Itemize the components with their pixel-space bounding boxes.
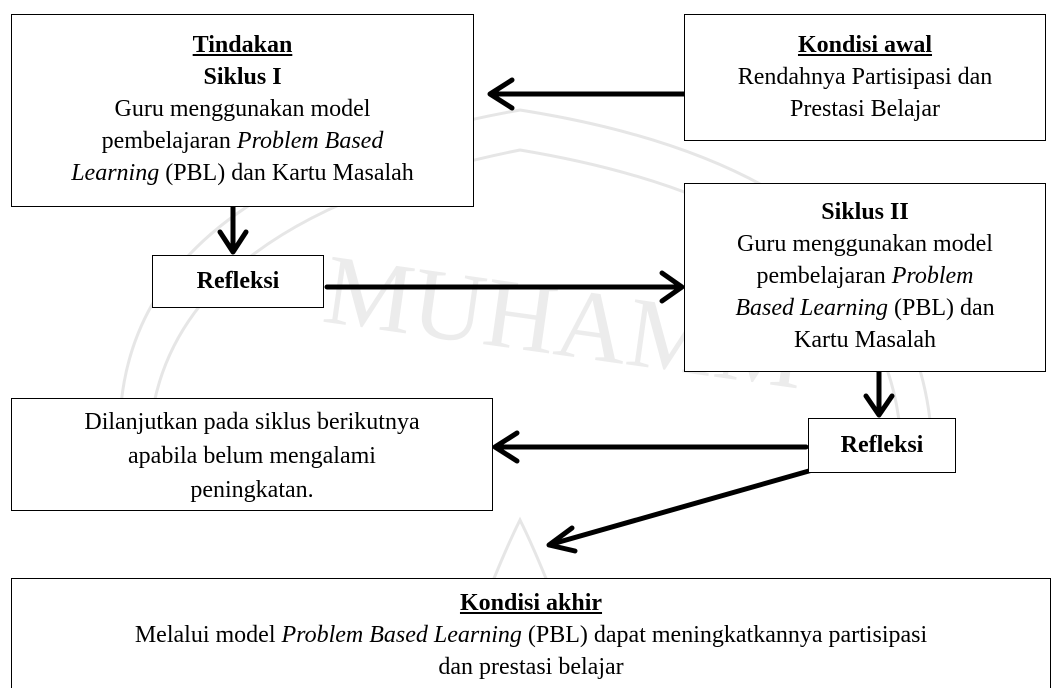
tindakan-box: Tindakan Siklus I Guru menggunakan model…: [11, 14, 474, 207]
kondisi-awal-line2: Prestasi Belajar: [790, 96, 940, 122]
refleksi-1-box: Refleksi: [152, 255, 324, 308]
tindakan-line3: Learning (PBL) dan Kartu Masalah: [71, 160, 414, 186]
lanjut-box: Dilanjutkan pada siklus berikutnya apabi…: [11, 398, 493, 511]
siklus2-title: Siklus II: [821, 199, 909, 225]
tindakan-subtitle: Siklus I: [203, 64, 282, 90]
refleksi-1-label: Refleksi: [196, 268, 280, 294]
siklus2-line3: Based Learning (PBL) dan: [735, 295, 995, 321]
kondisi-akhir-line2: dan prestasi belajar: [438, 654, 624, 680]
tindakan-title: Tindakan: [192, 32, 293, 58]
lanjut-line1: Dilanjutkan pada siklus berikutnya: [84, 409, 420, 435]
tindakan-line2: pembelajaran Problem Based: [101, 128, 384, 154]
refleksi-2-label: Refleksi: [840, 432, 924, 458]
siklus2-line1: Guru menggunakan model: [737, 231, 993, 257]
refleksi-2-box: Refleksi: [808, 418, 956, 473]
kondisi-akhir-line1: Melalui model Problem Based Learning (PB…: [134, 622, 928, 648]
siklus2-line2: pembelajaran Problem: [756, 263, 974, 289]
arrow-refleksi2-to-akhir: [549, 462, 833, 547]
tindakan-line1: Guru menggunakan model: [114, 96, 371, 122]
kondisi-akhir-box: Kondisi akhir Melalui model Problem Base…: [11, 578, 1051, 688]
kondisi-awal-box: Kondisi awal Rendahnya Partisipasi dan P…: [684, 14, 1046, 141]
lanjut-line2: apabila belum mengalami: [128, 443, 376, 469]
kondisi-akhir-title: Kondisi akhir: [459, 590, 603, 616]
siklus2-line4: Kartu Masalah: [794, 327, 936, 353]
kondisi-awal-title: Kondisi awal: [797, 32, 933, 58]
siklus2-box: Siklus II Guru menggunakan model pembela…: [684, 183, 1046, 372]
kondisi-awal-line1: Rendahnya Partisipasi dan: [737, 64, 993, 90]
lanjut-line3: peningkatan.: [190, 477, 314, 503]
